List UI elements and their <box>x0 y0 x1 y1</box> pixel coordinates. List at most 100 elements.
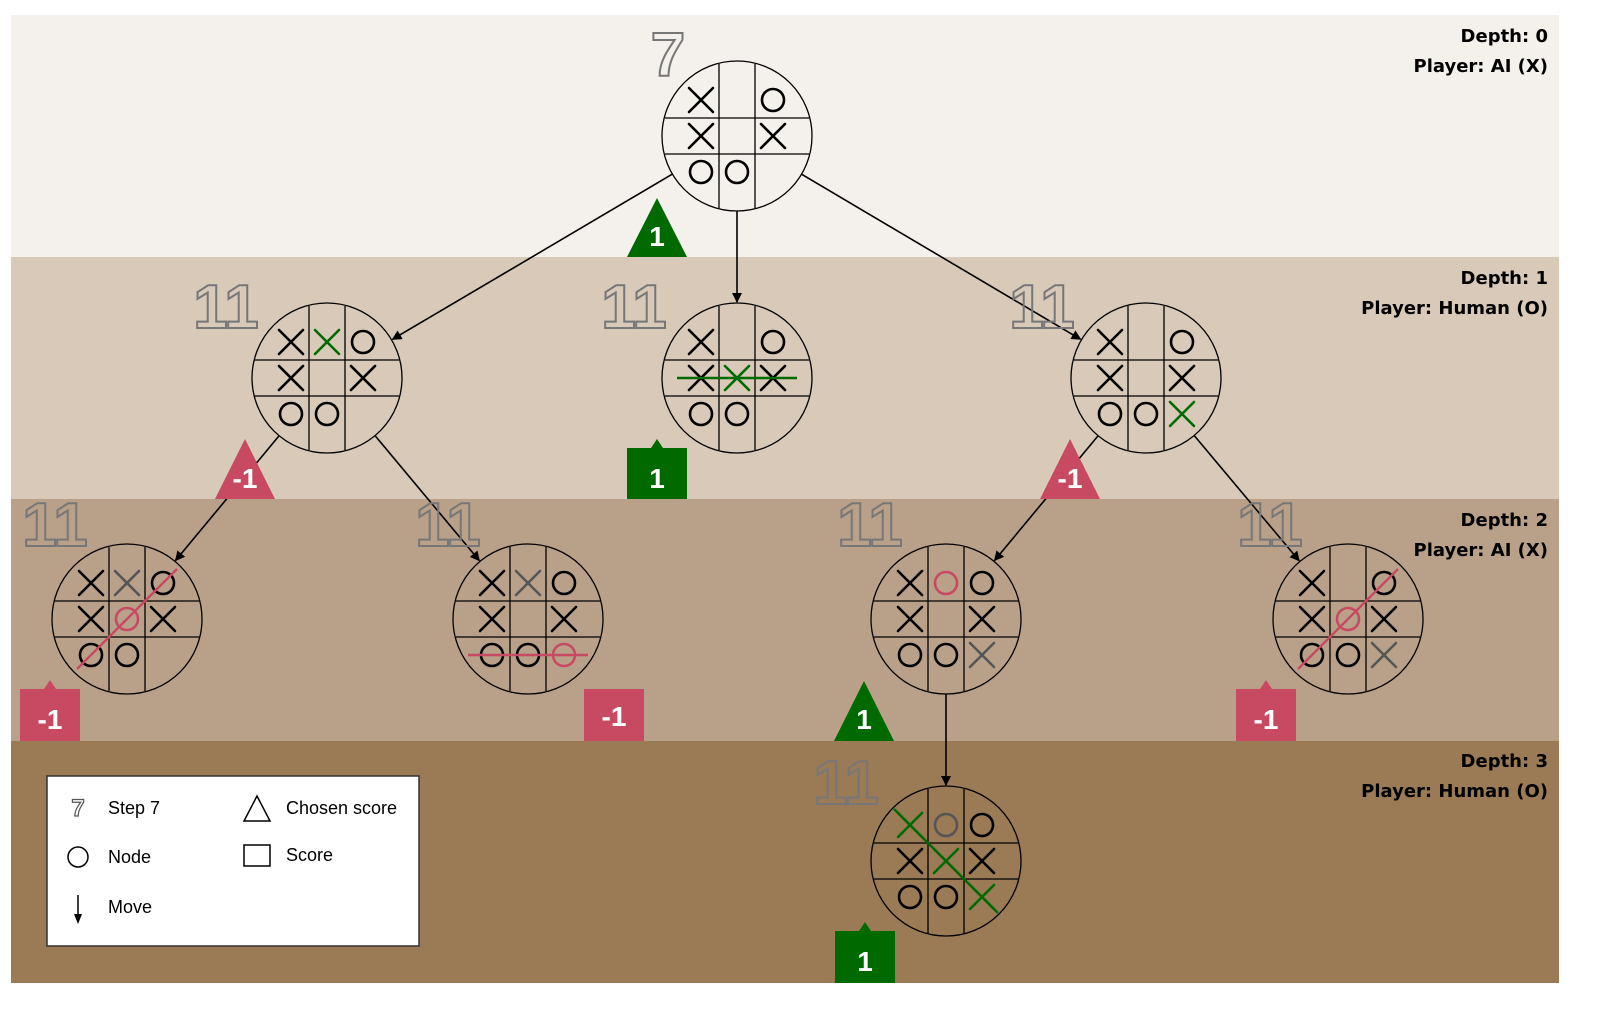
depth-label-3: Depth: 3 <box>1461 751 1548 772</box>
board-node <box>51 543 203 695</box>
legend-step-label: Step 7 <box>108 798 160 818</box>
board-grid <box>55 547 199 691</box>
x-mark <box>896 847 924 875</box>
o-mark <box>688 159 714 185</box>
legend-node-label: Node <box>108 847 151 867</box>
o-mark <box>724 159 750 185</box>
o-mark <box>150 570 176 596</box>
win-line <box>1297 568 1399 670</box>
step-number-d3: 11 <box>813 749 879 818</box>
node-circle <box>1272 543 1424 695</box>
move-arrow <box>391 173 673 341</box>
x-mark <box>1096 364 1124 392</box>
o-mark <box>1169 329 1195 355</box>
o-mark <box>78 642 104 668</box>
score-marker-d3: 1 <box>835 922 895 983</box>
o-mark <box>724 401 750 427</box>
o-mark <box>1335 642 1361 668</box>
x-mark <box>1298 605 1326 633</box>
o-mark <box>1097 401 1123 427</box>
step-number-d2-d: 11 <box>1237 491 1303 560</box>
board-node <box>661 302 813 454</box>
step-number-d1-mid: 11 <box>601 273 667 342</box>
board-nodes <box>51 60 1424 937</box>
legend-score-icon <box>243 844 271 867</box>
node-circle <box>51 543 203 695</box>
o-mark <box>278 401 304 427</box>
score-marker-d2-d: -1 <box>1236 680 1296 741</box>
x-mark <box>478 569 506 597</box>
x-mark <box>968 847 996 875</box>
legend-move-label: Move <box>108 897 152 917</box>
board-node <box>452 543 604 695</box>
x-mark <box>1168 364 1196 392</box>
player-label-0: Player: AI (X) <box>1414 56 1548 77</box>
score-value-d2-d: -1 <box>1254 704 1279 735</box>
board-grid <box>874 789 1018 933</box>
legend-chosen-score-icon <box>242 794 272 822</box>
score-value-root: 1 <box>649 221 665 252</box>
node-circle <box>251 302 403 454</box>
x-mark <box>313 328 341 356</box>
x-mark <box>77 569 105 597</box>
win-line <box>76 568 178 670</box>
board-grid <box>1276 547 1420 691</box>
score-value-d2-c: 1 <box>856 704 872 735</box>
x-mark <box>149 605 177 633</box>
board-grid <box>665 64 809 208</box>
move-arrow <box>374 435 480 562</box>
x-mark <box>77 605 105 633</box>
player-label-1: Player: Human (O) <box>1361 298 1548 319</box>
o-mark <box>760 329 786 355</box>
depth-band-0 <box>11 15 1559 257</box>
score-marker-d2-c: 1 <box>834 681 894 741</box>
step-numbers: 7 11 11 11 11 11 11 11 11 <box>21 20 1304 819</box>
node-circle <box>661 302 813 454</box>
board-grid <box>456 547 600 691</box>
legend-node-icon <box>67 846 89 868</box>
o-mark <box>933 812 959 838</box>
step-number-d1-left: 11 <box>193 273 259 342</box>
step-number-d2-a: 11 <box>22 491 88 560</box>
x-mark <box>1370 605 1398 633</box>
x-mark <box>277 364 305 392</box>
legend-move-icon <box>74 895 82 924</box>
x-mark <box>113 569 141 597</box>
o-mark <box>551 570 577 596</box>
board-node <box>870 785 1022 937</box>
board-node <box>1272 543 1424 695</box>
legend-box <box>46 775 420 947</box>
o-mark <box>760 87 786 113</box>
o-mark <box>933 570 959 596</box>
x-mark <box>1298 569 1326 597</box>
legend-score-label: Score <box>286 845 333 865</box>
x-mark <box>550 605 578 633</box>
x-mark <box>687 86 715 114</box>
depth-label-1: Depth: 1 <box>1461 268 1548 289</box>
x-mark <box>968 605 996 633</box>
score-marker-d2-a: -1 <box>20 680 80 741</box>
board-grid <box>1074 306 1218 450</box>
x-mark <box>1370 641 1398 669</box>
x-mark <box>896 605 924 633</box>
node-circle <box>452 543 604 695</box>
score-marker-d1-mid: 1 <box>627 439 687 499</box>
score-value-d1-mid: 1 <box>649 463 665 494</box>
step-number-d1-right: 11 <box>1009 273 1075 342</box>
score-markers: 1 -1 1 -1 -1 -1 1 -1 <box>20 198 1296 983</box>
node-circle <box>1070 302 1222 454</box>
score-marker-d2-b: -1 <box>584 689 644 741</box>
score-value-d1-left: -1 <box>233 463 258 494</box>
o-mark <box>114 642 140 668</box>
x-mark <box>514 569 542 597</box>
o-mark <box>969 570 995 596</box>
legend-step-icon: 7 <box>71 795 84 822</box>
legend-chosen-label: Chosen score <box>286 798 397 818</box>
board-node <box>661 60 813 212</box>
o-mark <box>1335 606 1361 632</box>
x-mark <box>1096 328 1124 356</box>
score-value-d2-b: -1 <box>602 701 627 732</box>
o-mark <box>1371 570 1397 596</box>
x-mark <box>1168 400 1196 428</box>
o-mark <box>688 401 714 427</box>
